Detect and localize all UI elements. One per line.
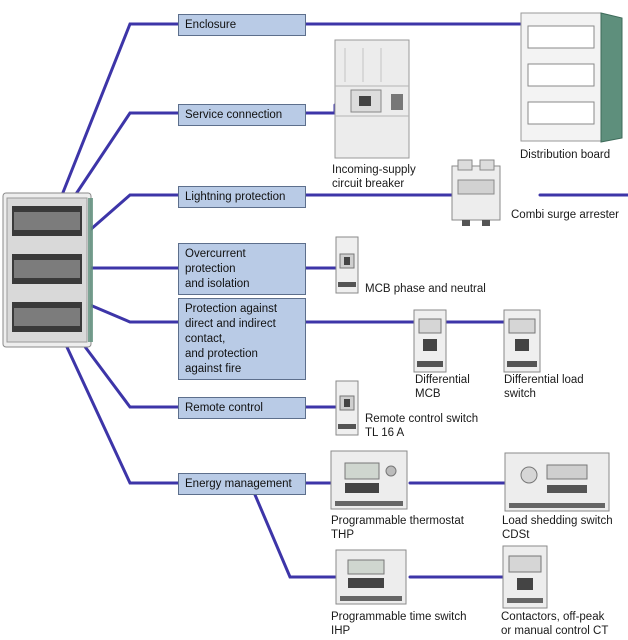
differential-mcb-image: [413, 309, 447, 373]
contactors-image: [501, 544, 549, 610]
main-distribution-board: [2, 192, 94, 348]
device-caption-combi-surge-arrester: Combi surge arrester: [511, 209, 620, 221]
wire-enclosure: [60, 22, 522, 197]
differential-load-switch-image: [503, 309, 541, 373]
device-caption-programmable-thermostat: Programmable thermostat THP: [331, 515, 464, 541]
function-box-protection-contact: Protection against direct and indirect c…: [178, 298, 306, 380]
device-caption-mcb-phase-neutral: MCB phase and neutral: [365, 283, 486, 295]
function-box-service-connection: Service connection: [178, 104, 306, 126]
function-label-enclosure: Enclosure: [185, 19, 237, 31]
device-caption-differential-mcb: Differential MCB: [415, 374, 470, 400]
programmable-time-switch-image: [334, 548, 408, 606]
remote-control-switch-image: [335, 380, 359, 436]
device-caption-contactors: Contactors, off-peak or manual control C…: [501, 611, 609, 637]
device-caption-remote-control-switch: Remote control switch TL 16 A: [365, 413, 479, 439]
function-label-protection-contact: Protection against direct and indirect c…: [185, 303, 278, 375]
device-caption-distribution-board: Distribution board: [520, 149, 611, 161]
programmable-thermostat-image: [329, 449, 409, 511]
load-shedding-switch-image: [503, 451, 611, 513]
device-caption-incoming-supply-breaker: Incoming-supply circuit breaker: [332, 164, 416, 190]
combi-surge-arrester-image: [448, 158, 504, 228]
device-caption-load-shedding-switch: Load shedding switch CDSt: [502, 515, 613, 541]
function-label-service-connection: Service connection: [185, 109, 283, 121]
device-caption-differential-load-switch: Differential load switch: [504, 374, 584, 400]
function-box-overcurrent: Overcurrent protection and isolation: [178, 243, 306, 295]
incoming-supply-breaker-image: [333, 38, 411, 160]
function-label-remote-control: Remote control: [185, 402, 263, 414]
distribution-board-image: [520, 12, 624, 144]
mcb-phase-neutral-image: [335, 236, 359, 294]
function-box-energy-management: Energy management: [178, 473, 306, 495]
function-box-enclosure: Enclosure: [178, 14, 306, 36]
wire-lightning-protection: [88, 193, 462, 232]
function-box-lightning-protection: Lightning protection: [178, 186, 306, 208]
function-box-remote-control: Remote control: [178, 397, 306, 419]
wire-energy-branch: [248, 481, 337, 579]
wire-protection-contact: [88, 303, 417, 324]
function-label-overcurrent: Overcurrent protection and isolation: [185, 248, 250, 290]
device-caption-programmable-time-switch: Programmable time switch IHP: [331, 611, 467, 637]
function-label-energy-management: Energy management: [185, 478, 292, 490]
function-label-lightning-protection: Lightning protection: [185, 191, 286, 203]
